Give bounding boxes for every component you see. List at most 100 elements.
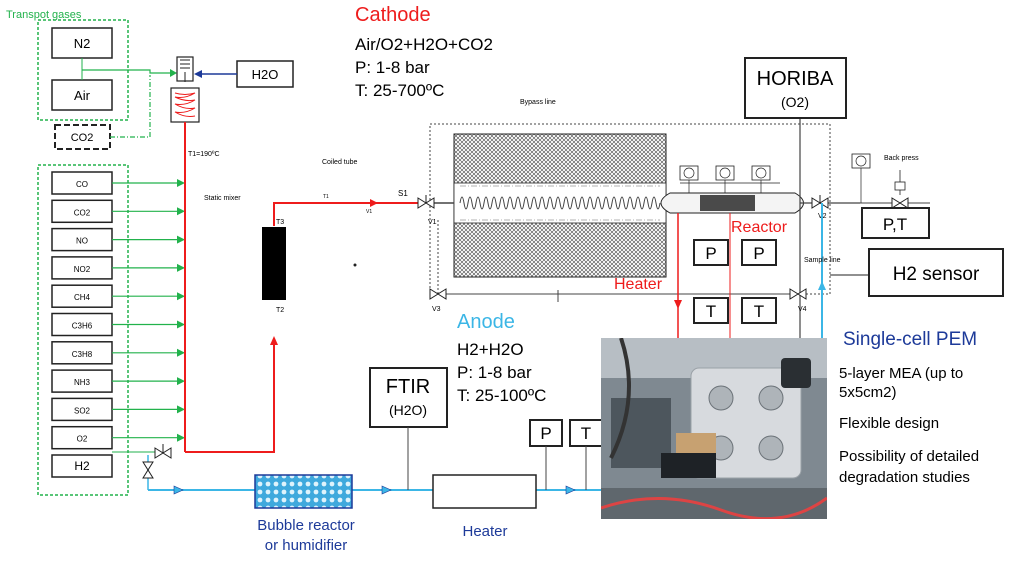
gas-label-no2: NO2 <box>74 265 91 274</box>
gas-feed-arrow <box>177 235 185 244</box>
tiny-t1-label: T1 <box>323 194 329 200</box>
t-sensor-1-label: T <box>706 302 716 321</box>
anode-arrow-1 <box>173 485 184 495</box>
bypass-line-label: Bypass line <box>520 99 556 106</box>
air-box <box>51 79 113 111</box>
static-mixer <box>262 227 286 300</box>
transport-gases-title: Transpot gases <box>6 9 82 21</box>
t1-temp-label: T1=190ºC <box>188 151 220 158</box>
gas-feed-arrow <box>177 377 185 386</box>
anode-p-box <box>529 419 563 447</box>
co2-transport-box <box>54 124 111 150</box>
single-cell-line2: 5x5cm2) <box>839 384 897 401</box>
static-mixer-label: Static mixer <box>204 195 241 202</box>
coiled-tube-label: Coiled tube <box>322 159 358 166</box>
gas-feed-arrow <box>177 433 185 442</box>
ftir-sublabel: (H2O) <box>389 402 427 418</box>
pt-box <box>861 207 930 239</box>
bubble-reactor-label-1: Bubble reactor <box>257 517 355 534</box>
gas-feed-arrow <box>177 179 185 187</box>
gauge-2 <box>715 165 735 193</box>
gas-boxes-frame <box>37 164 129 496</box>
ftir-label: FTIR <box>386 376 430 398</box>
p-sensor-2-label: P <box>753 244 764 263</box>
gauge-1 <box>679 165 699 193</box>
gas-feed-arrow <box>177 263 185 272</box>
v4-label: V4 <box>798 306 807 313</box>
valve-v2 <box>811 195 829 209</box>
p-sensor-2 <box>741 239 777 266</box>
gas-feed-arrow <box>177 348 185 357</box>
mixer-out-arrow <box>370 199 378 207</box>
sample-line-arrow <box>818 281 826 290</box>
anode-t-label: T <box>581 424 591 443</box>
gas-feed-arrow <box>177 292 185 301</box>
cathode-pressure: P: 1-8 bar <box>355 58 430 77</box>
v3-label: V3 <box>432 306 441 313</box>
pem-cell-photo <box>601 338 827 519</box>
cathode-red-arrow <box>674 300 682 309</box>
horiba-sublabel: (O2) <box>781 94 809 110</box>
mixer-feed <box>185 340 275 453</box>
t2-label: T2 <box>276 307 284 314</box>
single-cell-line5: degradation studies <box>839 469 970 486</box>
single-cell-line4: Possibility of detailed <box>839 448 979 465</box>
s1-label: S1 <box>398 189 408 198</box>
valve-v1 <box>417 195 435 209</box>
tiny-v1-label: V1 <box>366 209 372 215</box>
horiba-label: HORIBA <box>757 68 834 90</box>
gas-label-co: CO <box>76 180 88 189</box>
stray-dot <box>353 263 357 267</box>
mixer-feed-arrow <box>270 336 278 345</box>
gauge-3 <box>751 165 771 193</box>
single-cell-line1: 5-layer MEA (up to <box>839 365 963 382</box>
heater-resistors <box>460 185 660 221</box>
t-sensor-2-label: T <box>754 302 764 321</box>
valve-v3 <box>429 288 447 300</box>
anode-temperature: T: 25-100ºC <box>457 386 546 405</box>
gas-label-h2: H2 <box>74 459 90 473</box>
anode-composition: H2+H2O <box>457 340 524 359</box>
anode-pressure: P: 1-8 bar <box>457 363 532 382</box>
valve-v4 <box>789 288 807 300</box>
anode-heater-label: Heater <box>462 523 507 540</box>
anode-title: Anode <box>457 311 515 333</box>
gas-label-c3h6: C3H6 <box>72 322 93 331</box>
gas-label-nh3: NH3 <box>74 378 91 387</box>
gas-feed-arrow <box>177 320 185 329</box>
h2-valve-2 <box>142 461 154 479</box>
t-sensor-2 <box>741 297 777 324</box>
h2o-arrow <box>194 70 202 78</box>
anode-p-label: P <box>540 424 551 443</box>
h2-sensor-label: H2 sensor <box>893 264 980 285</box>
back-press-label: Back press <box>884 155 919 162</box>
evaporator-nozzle <box>180 59 190 82</box>
cathode-title: Cathode <box>355 4 431 26</box>
single-cell-title: Single-cell PEM <box>843 329 977 350</box>
gas-box-h2 <box>51 454 113 478</box>
transport-gas-arrow <box>170 69 177 77</box>
gas-label-no: NO <box>76 237 88 246</box>
reactor-label: Reactor <box>731 219 788 236</box>
heater-label: Heater <box>614 276 663 293</box>
co2-transport-label: CO2 <box>71 132 94 144</box>
cathode-composition: Air/O2+H2O+CO2 <box>355 35 493 54</box>
gas-label-so2: SO2 <box>74 406 91 415</box>
gas-label-ch4: CH4 <box>74 293 91 302</box>
gas-label-c3h8: C3H8 <box>72 350 93 359</box>
sample-line-label: Sample line <box>804 257 841 264</box>
gas-feed-arrow <box>177 207 185 216</box>
h2-sensor-box <box>868 248 1004 297</box>
cathode-temperature: T: 25-700ºC <box>355 81 444 100</box>
anode-arrow-3 <box>565 485 576 495</box>
evaporator-coil <box>174 92 196 117</box>
gas-label-co2: CO2 <box>74 208 91 217</box>
bubble-reactor <box>254 474 353 509</box>
h2-valve <box>154 444 172 459</box>
anode-heater <box>432 474 537 509</box>
pem-cell-illustration <box>601 338 827 519</box>
air-label: Air <box>74 88 91 103</box>
v1-label: V1 <box>428 219 437 226</box>
